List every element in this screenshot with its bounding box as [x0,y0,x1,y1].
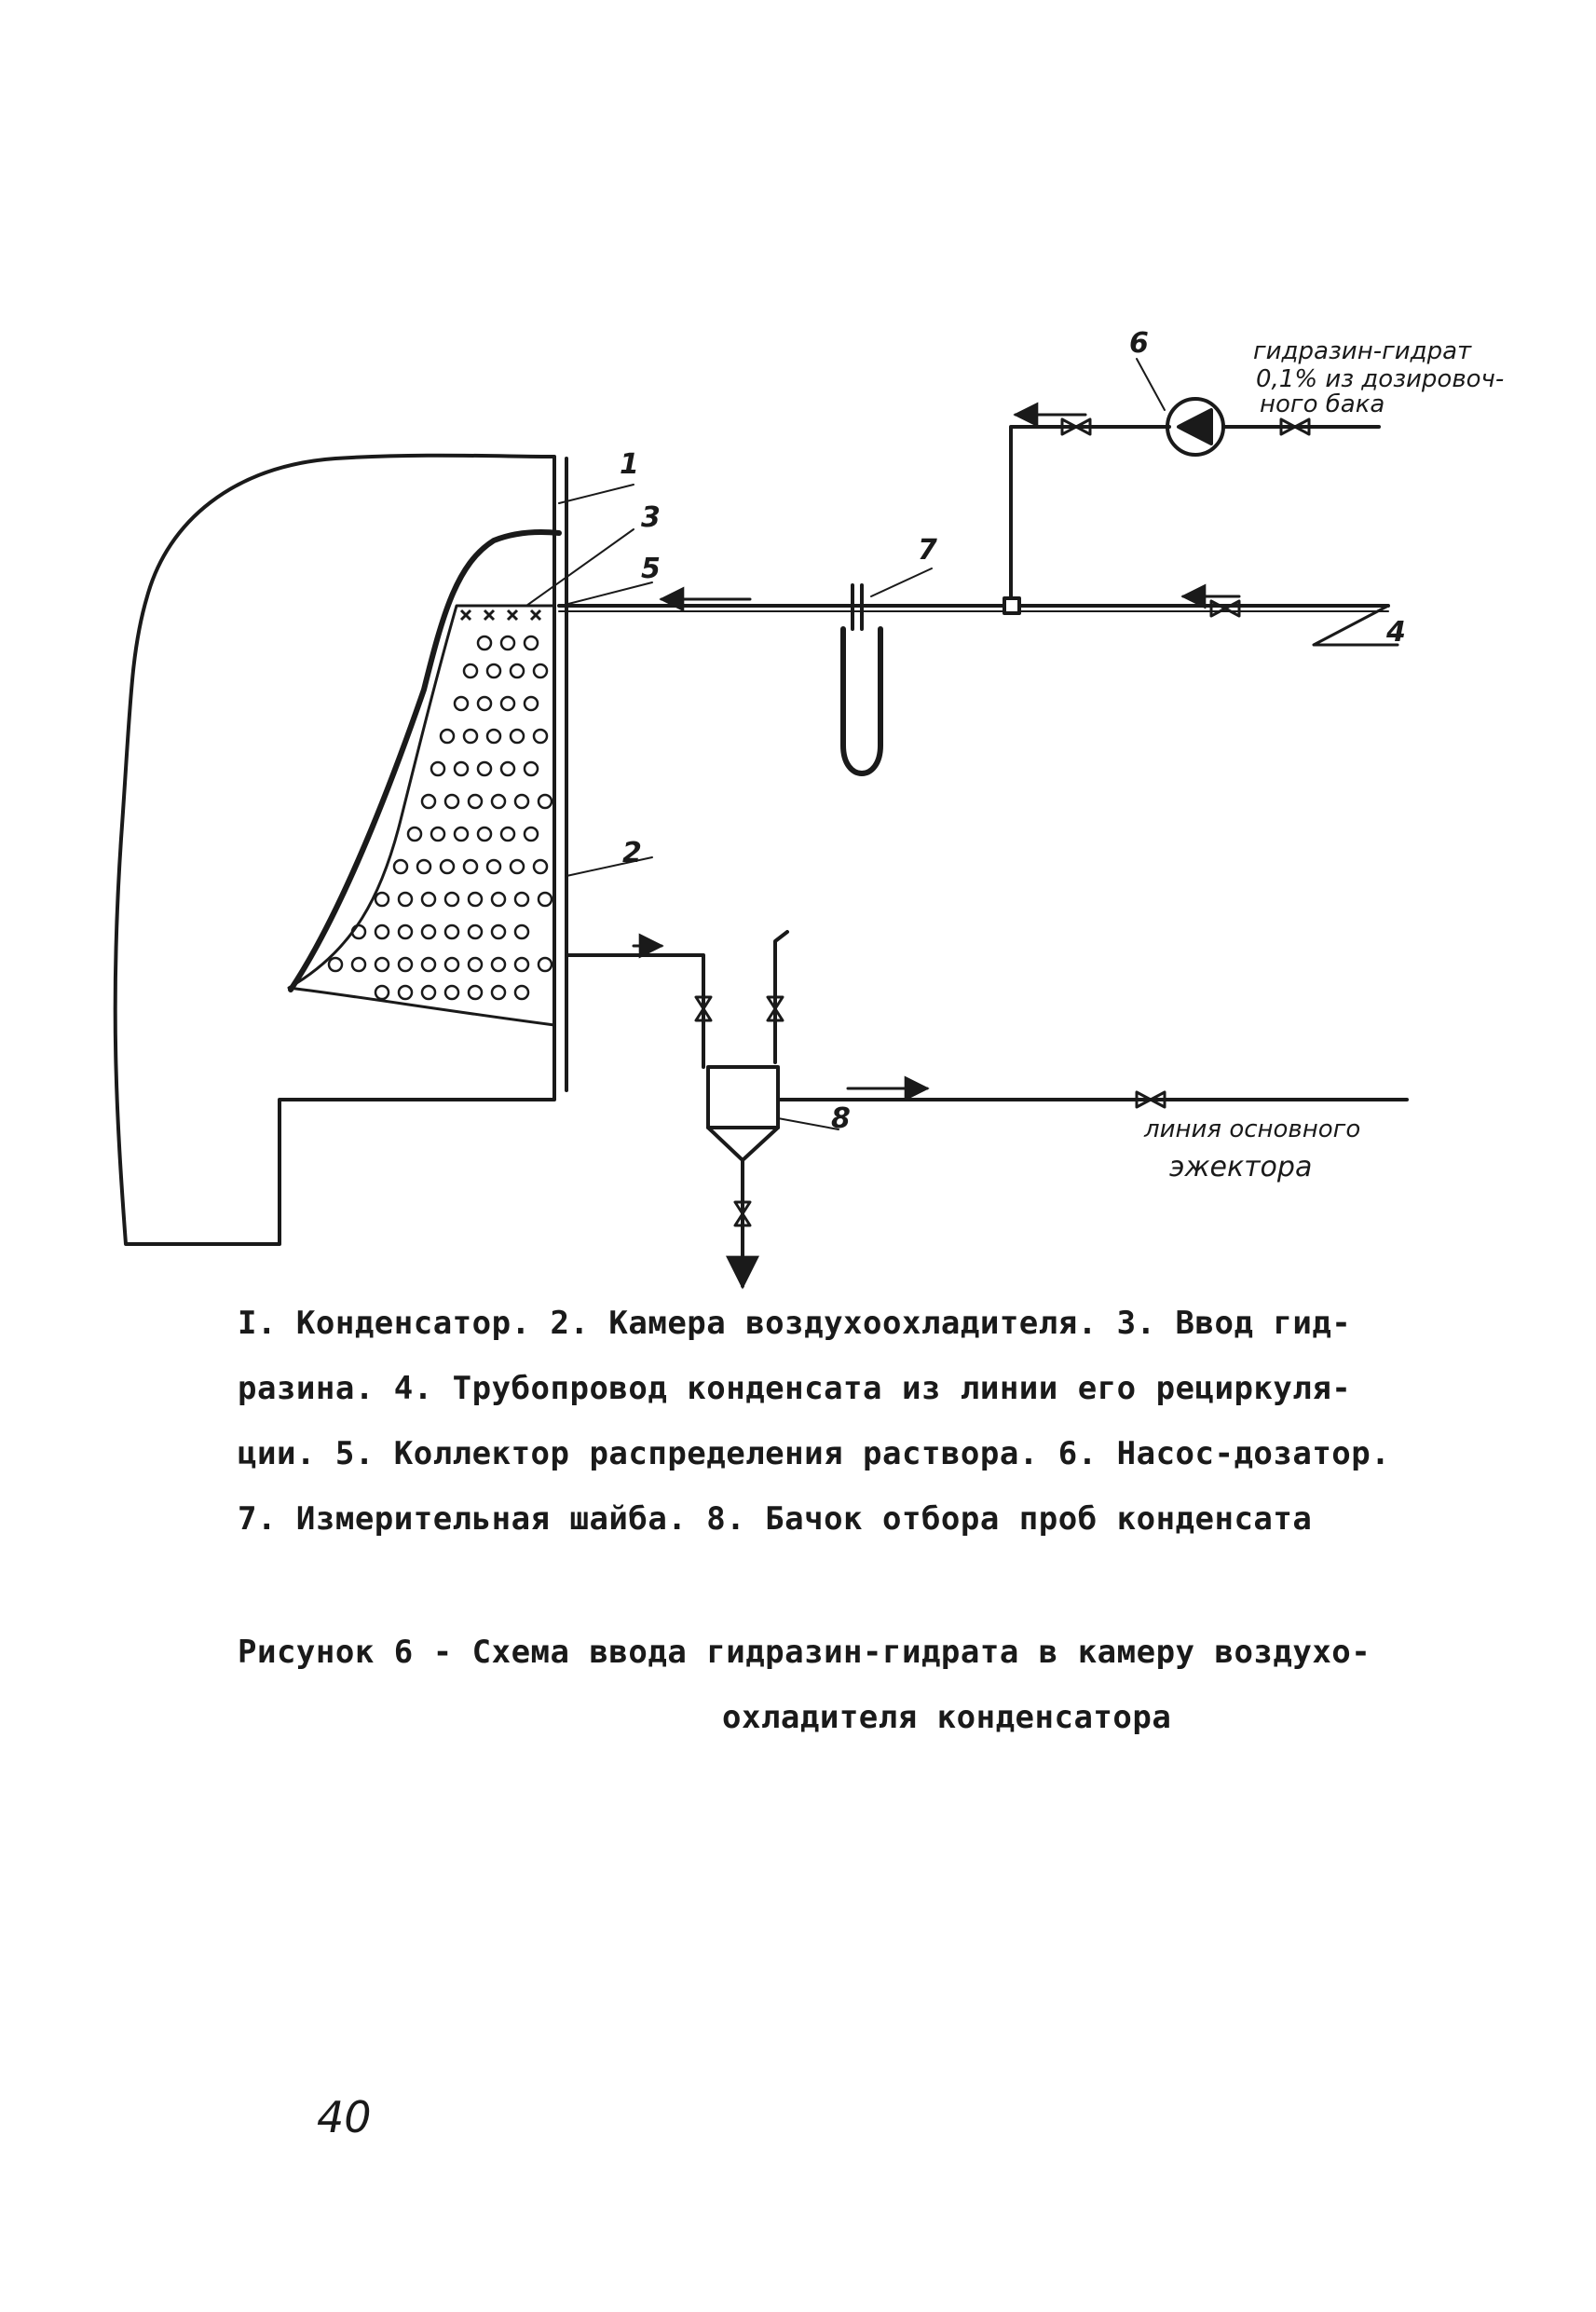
tube-bundle [327,635,553,1001]
figure-caption: Рисунок 6 - Схема ввода гидразин-гидрата… [238,1620,1393,1750]
condenser-outline [113,453,556,1246]
callout-5: 5 [641,553,661,585]
legend-line: ции. 5. Коллектор распределения раствора… [238,1435,1391,1472]
page-number: 40 [317,2092,372,2142]
callout-6: 6 [1129,327,1149,360]
callout-3: 3 [641,501,661,534]
legend-line: 7. Измерительная шайба. 8. Бачок отбора … [238,1500,1313,1538]
figure-caption-line-1: Рисунок 6 - Схема ввода гидразин-гидрата… [238,1634,1371,1671]
callout-2: 2 [622,837,642,869]
ejector-note-line-1: линия основного [1143,1115,1360,1143]
callout-4: 4 [1385,616,1406,649]
ejector-note-line-2: эжектора [1169,1151,1312,1183]
legend-line: разина. 4. Трубопровод конденсата из лин… [238,1370,1352,1407]
callout-7: 7 [918,534,937,567]
pump-symbol [1166,397,1225,457]
hydrazine-inlet-nozzles [459,609,542,622]
hydrazine-note-line-1: гидразин-гидрат [1253,337,1472,365]
hydrazine-note-line-3: ного бака [1260,390,1385,418]
callout-8: 8 [831,1102,851,1135]
hydrazine-note-line-2: 0,1% из дозировоч- [1256,365,1504,393]
figure-legend: I. Конденсатор. 2. Камера воздухоохладит… [238,1291,1393,1552]
callout-1: 1 [620,448,639,481]
figure-caption-line-2: охладителя конденсатора [722,1699,1172,1736]
legend-line: I. Конденсатор. 2. Камера воздухоохладит… [238,1305,1352,1342]
schematic-diagram: 1 3 5 7 6 4 2 8 гидразин-гидрат 0,1% из … [113,327,1504,1290]
